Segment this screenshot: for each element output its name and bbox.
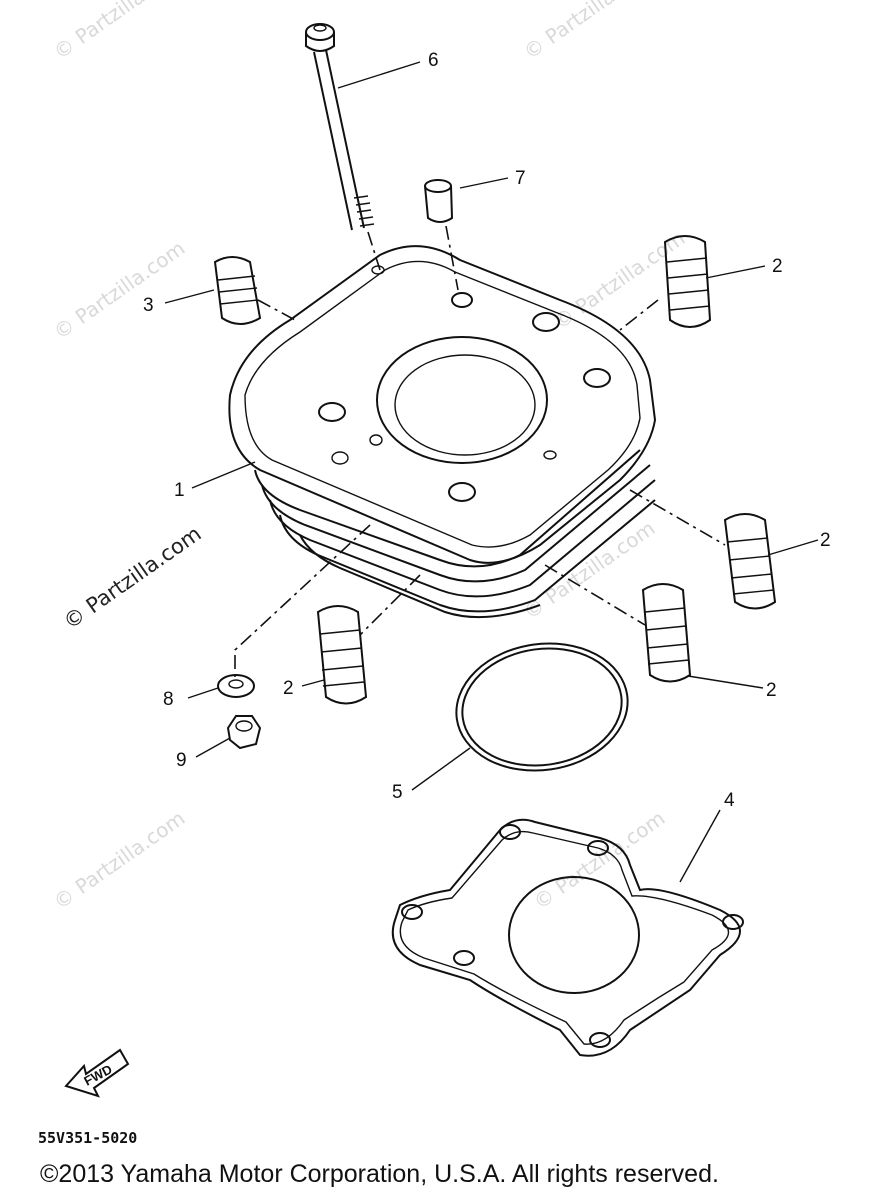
dowel-pin-part [424,179,454,223]
stud-part [723,513,777,610]
forward-direction-arrow: FWD [64,1048,130,1098]
watermark: © Partzilla.com [49,806,189,914]
watermark: © Partzilla.com [49,236,189,344]
callout-1: 1 [174,480,185,501]
watermark: © Partzilla.com [59,521,206,634]
stud-part [213,256,262,325]
callout-2: 2 [820,530,831,551]
callout-8: 8 [163,689,174,710]
stud-part [641,583,692,683]
callout-5: 5 [392,782,403,803]
o-ring-part [455,642,629,772]
diagram-code: 55V351-5020 [38,1129,137,1147]
stud-part [316,605,368,705]
bolt-guide-line [367,231,381,271]
callout-2: 2 [772,256,783,277]
callout-3: 3 [143,295,154,316]
watermark: © Partzilla.com [519,516,659,624]
callout-2: 2 [283,678,294,699]
watermark: © Partzilla.com [519,0,659,64]
pin-guide-line [445,225,459,291]
watermark: © Partzilla.com [529,806,669,914]
copyright-notice: ©2013 Yamaha Motor Corporation, U.S.A. A… [40,1160,719,1188]
callout-6: 6 [428,50,439,71]
callout-leaders [164,61,819,883]
watermark-layer: © Partzilla.com © Partzilla.com © Partzi… [49,0,689,914]
cylinder-body-part [228,245,657,619]
callout-9: 9 [176,750,187,771]
guide-lines [234,299,726,680]
callout-2: 2 [766,680,777,701]
callout-7: 7 [515,168,526,189]
gasket-part [391,818,744,1057]
nut-part [226,715,262,750]
bolt-part [305,23,375,231]
stud-part [663,235,712,328]
callout-labels: 6 7 3 2 1 2 2 2 8 9 5 4 [143,50,831,811]
washer-part [217,674,255,698]
callout-4: 4 [724,790,735,811]
watermark: © Partzilla.com [49,0,189,64]
